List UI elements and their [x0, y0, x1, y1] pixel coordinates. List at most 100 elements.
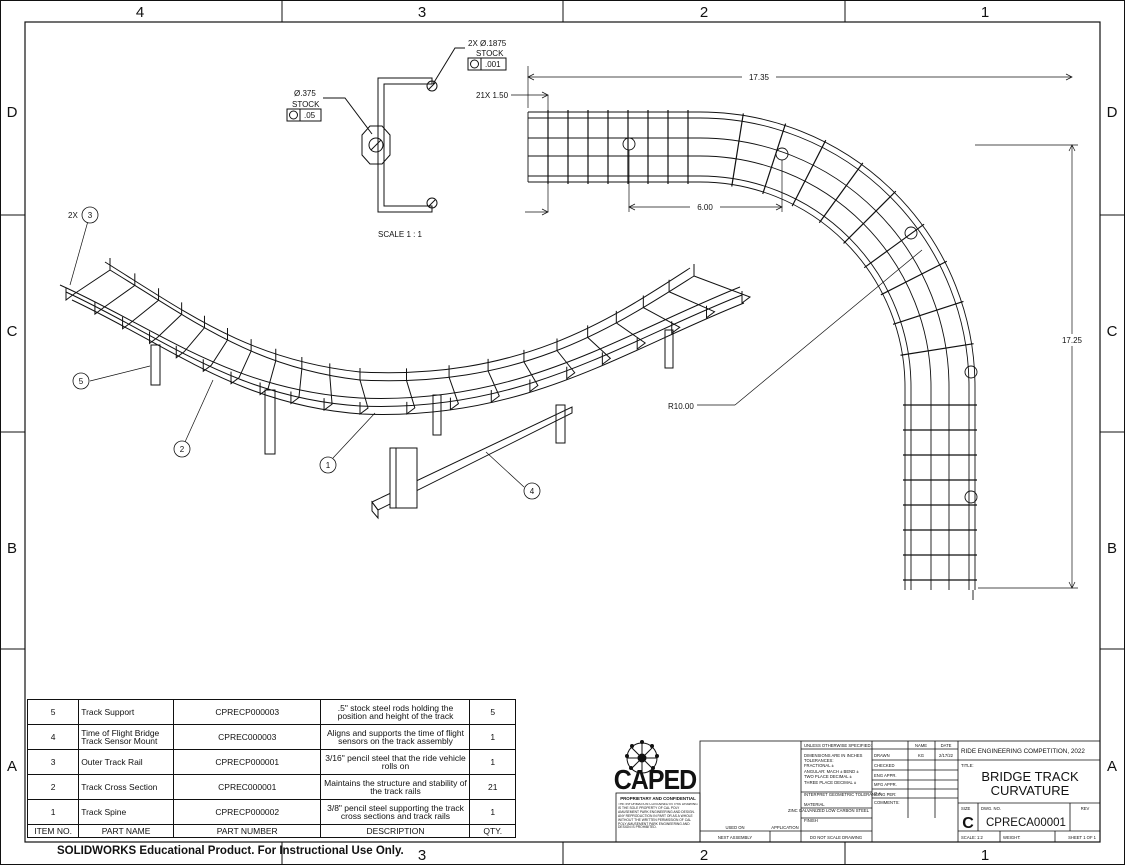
bom-part-number: CPREC000001 [172, 774, 322, 800]
cross-tie [843, 190, 897, 244]
zone-col-2-bottom: 2 [700, 847, 708, 864]
iso-cross-section [693, 264, 752, 304]
checked-label: CHECKED [874, 763, 894, 768]
bom-part-name: Outer Track Rail [78, 749, 174, 775]
eng-appr-label: ENG APPR. [874, 773, 897, 778]
title-label: TITLE: [961, 763, 974, 768]
balloon-1-label: 1 [326, 461, 331, 470]
drawn-date: 2/17/22 [939, 753, 954, 758]
cross-tie [731, 113, 744, 187]
balloon-4 [523, 482, 541, 500]
track-support-rods [150, 329, 674, 455]
finish-label: FINISH [804, 818, 818, 823]
bom-description: Aligns and supports the time of flight s… [320, 724, 471, 750]
cross-tie [762, 123, 787, 195]
zone-row-c-left: C [7, 323, 18, 340]
zone-col-2-top: 2 [700, 4, 708, 21]
bom-part-number: CPRECP000001 [172, 749, 322, 775]
bom-header-number: PART NUMBER [172, 824, 322, 838]
zone-row-d-right: D [1107, 104, 1118, 121]
date-header: DATE [941, 743, 952, 748]
zone-col-4-top: 4 [136, 4, 144, 21]
hole-callout: 2X Ø.1875 [468, 39, 507, 48]
unless-specified: UNLESS OTHERWISE SPECIFIED: [804, 743, 872, 748]
zone-row-a-right: A [1107, 758, 1117, 775]
zone-row-b-left: B [7, 540, 17, 557]
iso-cross-section [448, 365, 460, 411]
bom-part-number: CPRECP000003 [172, 699, 322, 725]
pin-callout: Ø.375 [294, 89, 316, 98]
hole-tolerance-frame [467, 57, 507, 71]
interpret-tolerancing: INTERPRET GEOMETRIC TOLERANCING PER: [804, 792, 896, 797]
balloon-2 [173, 440, 191, 458]
bom-header-name: PART NAME [78, 824, 174, 838]
detail-view [323, 47, 465, 213]
material-value: ZINC GALVANIZED LOW CARBON STEEL [788, 808, 870, 813]
zone-col-1-top: 1 [981, 4, 989, 21]
sensor-mount [371, 406, 573, 520]
top-view-cross-sections [547, 110, 977, 581]
rev-label: REV [1081, 806, 1090, 811]
balloon-2-label: 2 [180, 445, 185, 454]
dim-radius: R10.00 [668, 402, 694, 411]
balloon-4-label: 4 [530, 487, 535, 496]
bom-qty: 5 [469, 699, 516, 725]
drawn-label: DRAWN [874, 753, 890, 758]
bom-qty: 1 [469, 799, 516, 825]
application: APPLICATION [771, 825, 798, 830]
qa-label: Q.A. [874, 791, 882, 796]
iso-cross-section [94, 273, 136, 316]
top-view-track [527, 111, 978, 600]
balloons [72, 206, 541, 500]
bom-item-no: 4 [26, 724, 80, 750]
mfg-appr-label: MFG APPR. [874, 782, 897, 787]
zone-col-3-bottom: 3 [418, 847, 426, 864]
bom-header-desc: DESCRIPTION [320, 824, 471, 838]
bom-part-name: Track Spine [78, 799, 174, 825]
solidworks-footer: SOLIDWORKS Educational Product. For Inst… [57, 845, 404, 857]
bom-qty: 21 [469, 774, 516, 800]
bom-part-number: CPRECP000002 [172, 799, 322, 825]
dwg-no-label: DWG. NO. [981, 806, 1001, 811]
bom-item-no: 1 [26, 799, 80, 825]
pin-tolerance-frame [286, 108, 322, 122]
bom-header-qty: QTY. [469, 824, 516, 838]
bom-qty: 1 [469, 749, 516, 775]
dim-spacing: 21X 1.50 [476, 91, 509, 100]
balloon-3-label: 3 [88, 211, 93, 220]
bom-part-name: Track Support [78, 699, 174, 725]
size-value: C [962, 815, 974, 832]
dim-width: 17.35 [749, 73, 770, 82]
dwg-no-value: CPRECA00001 [986, 817, 1066, 829]
zone-col-3-top: 3 [418, 4, 426, 21]
iso-cross-section [175, 315, 205, 359]
iso-cross-section [65, 258, 111, 301]
drawing-title-line2: CURVATURE [991, 783, 1070, 798]
caped-logo: CAPED [614, 740, 697, 795]
proprietary-title: PROPRIETARY AND CONFIDENTIAL [620, 796, 696, 801]
iso-cross-section [122, 288, 160, 330]
balloon-5 [72, 372, 90, 390]
cross-tie [818, 162, 864, 224]
iso-cross-section [202, 328, 228, 373]
balloon-3 [81, 206, 99, 224]
balloon-3-qty: 2X [68, 211, 78, 220]
zone-row-b-right: B [1107, 540, 1117, 557]
bom-header-item: ITEM NO. [26, 824, 80, 838]
iso-cross-section [323, 363, 333, 412]
top-view-dimensions [511, 66, 1078, 589]
bom-part-name: Time of Flight Bridge Track Sensor Mount [78, 724, 174, 750]
iso-cross-section [668, 279, 716, 319]
next-assembly: NEXT ASSEMBLY [718, 835, 752, 840]
iso-cross-section [259, 348, 277, 396]
iso-cross-section [642, 295, 681, 335]
cross-tie [791, 139, 827, 207]
iso-cross-section [556, 338, 576, 380]
